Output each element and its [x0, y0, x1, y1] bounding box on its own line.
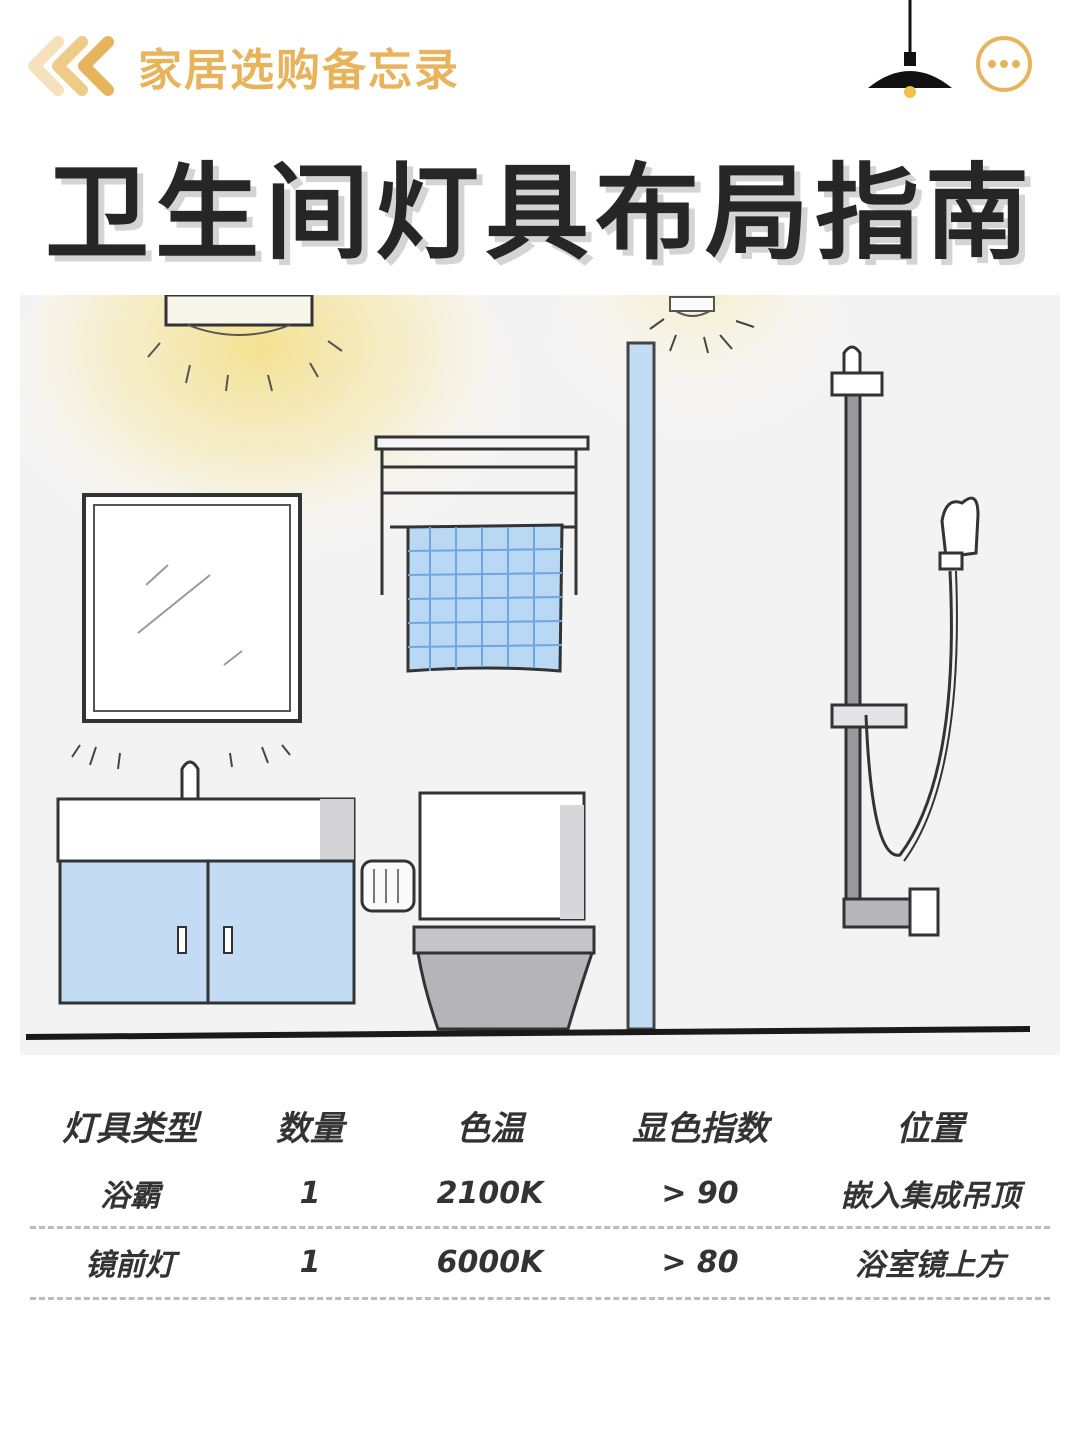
bathroom-mirror	[71, 493, 302, 770]
brand-title: 家居选购备忘录	[138, 45, 460, 96]
table-cell: 2100K	[436, 1175, 544, 1211]
more-dot	[1012, 60, 1020, 68]
table-header-cell: 色温	[456, 1108, 524, 1149]
table-row: 浴霸 1 2100K > 90 嵌入集成吊顶	[30, 1160, 1050, 1226]
table-header-row: 灯具类型 数量 色温 显色指数 位置	[30, 1090, 1050, 1160]
shower-set	[830, 345, 980, 937]
row-divider	[30, 1297, 1050, 1300]
bath-heater	[147, 295, 343, 392]
vanity-cabinet	[56, 760, 356, 1005]
table-header-cell: 位置	[896, 1108, 964, 1149]
toilet	[412, 791, 596, 1031]
glass-partition	[626, 341, 656, 1031]
towel	[406, 523, 564, 673]
table-header-cell: 数量	[276, 1108, 344, 1149]
table-cell: > 90	[661, 1175, 739, 1211]
chevrons-left-icon	[28, 36, 114, 96]
toilet-paper-holder	[360, 859, 416, 913]
table-cell: 镜前灯	[85, 1248, 175, 1283]
table-cell: 嵌入集成吊顶	[840, 1179, 1020, 1214]
table-cell: 浴霸	[100, 1179, 160, 1214]
ceiling-spotlight	[649, 296, 755, 354]
table-cell: 1	[299, 1244, 321, 1280]
shower-light-glow	[550, 295, 850, 505]
table-cell: > 80	[661, 1244, 739, 1280]
header: 家居选购备忘录	[0, 0, 1080, 130]
row-divider	[30, 1226, 1050, 1229]
pendant-lamp-icon	[868, 0, 952, 98]
table-cell: 1	[299, 1175, 321, 1211]
back-button[interactable]	[18, 36, 128, 96]
table-cell: 6000K	[436, 1244, 544, 1280]
more-dot	[988, 60, 996, 68]
bathroom-illustration	[20, 295, 1060, 1055]
more-dot	[1000, 60, 1008, 68]
table-cell: 浴室镜上方	[855, 1248, 1005, 1283]
floor-line	[25, 1026, 1031, 1040]
lighting-table: 灯具类型 数量 色温 显色指数 位置 浴霸 1 2100K > 90 嵌入集成吊…	[30, 1090, 1050, 1300]
table-row: 镜前灯 1 6000K > 80 浴室镜上方	[30, 1229, 1050, 1295]
more-button[interactable]	[976, 36, 1032, 92]
table-header-cell: 灯具类型	[62, 1108, 198, 1149]
table-header-cell: 显色指数	[632, 1108, 768, 1149]
page-title: 卫生间灯具布局指南	[44, 152, 1035, 274]
